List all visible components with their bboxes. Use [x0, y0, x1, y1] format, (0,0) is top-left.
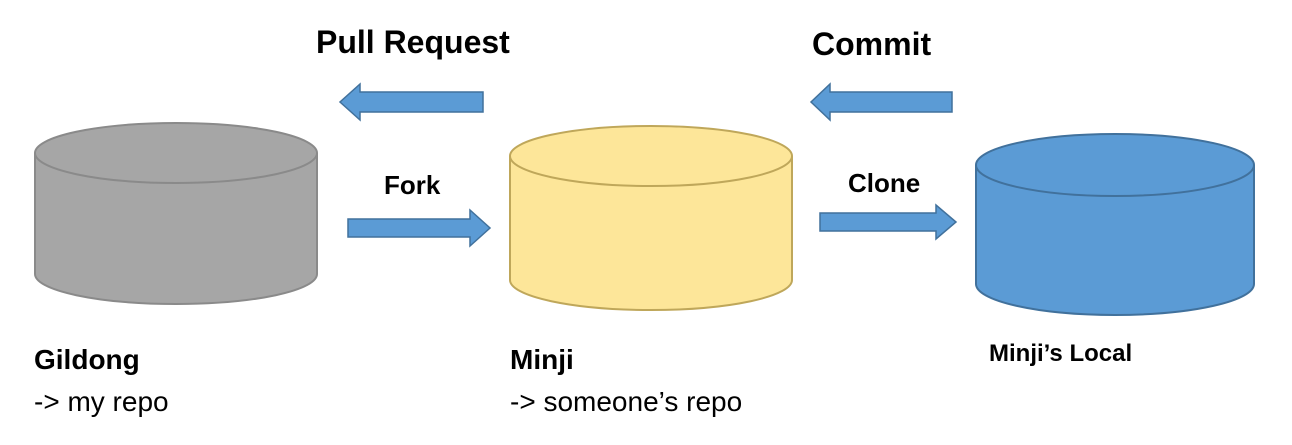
gildong-repo-desc: -> my repo — [34, 386, 169, 417]
clone-arrow — [819, 203, 958, 241]
minji-local-name: Minji’s Local — [989, 340, 1133, 367]
fork-label: Fork — [384, 170, 441, 200]
clone-label: Clone — [848, 168, 921, 198]
commit-label: Commit — [812, 26, 932, 62]
commit-arrow — [809, 82, 953, 122]
minji-repo-name: Minji — [510, 344, 574, 375]
minji-local-cylinder — [975, 133, 1255, 316]
minji-repo-cylinder — [509, 125, 793, 311]
minji-repo-desc: -> someone’s repo — [510, 386, 743, 417]
gildong-repo-name: Gildong — [34, 344, 140, 375]
fork-arrow — [347, 208, 492, 248]
pull-request-label: Pull Request — [316, 24, 510, 60]
gildong-repo-cylinder — [34, 122, 318, 305]
pull-request-arrow — [338, 82, 484, 122]
